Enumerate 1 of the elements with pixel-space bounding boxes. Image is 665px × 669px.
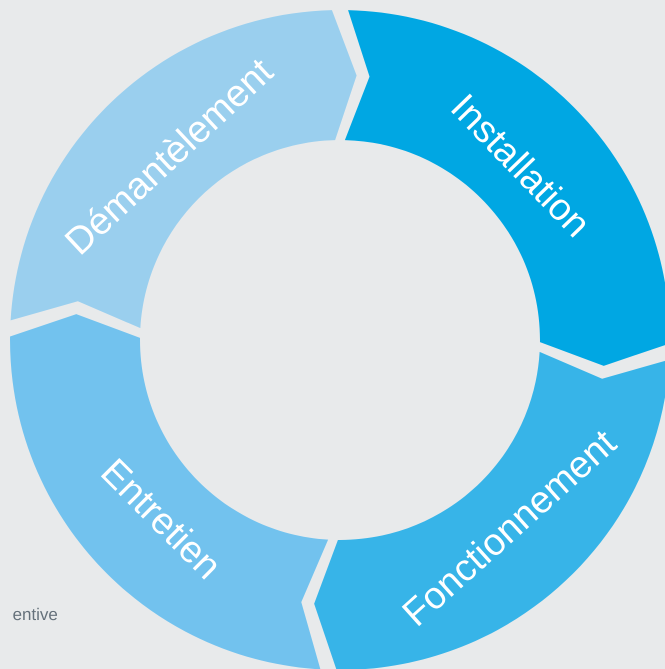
note-text: entive (13, 608, 58, 620)
